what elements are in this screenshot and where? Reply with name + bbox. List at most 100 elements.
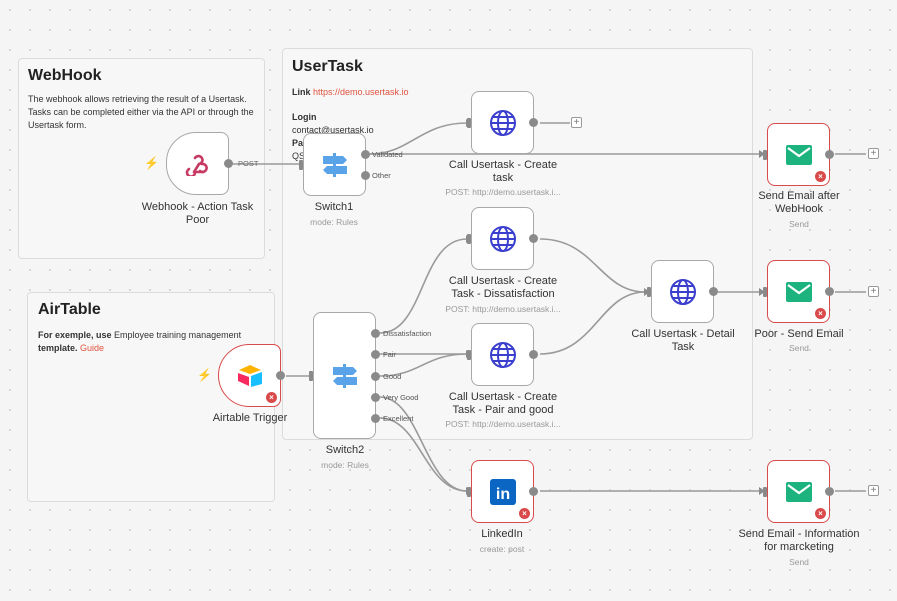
sticky-usertask-link-line: Link https://demo.usertask.io: [292, 86, 743, 99]
switch2-input-port[interactable]: [309, 370, 313, 381]
switch-icon: [331, 363, 359, 388]
switch-icon: [321, 152, 349, 177]
create-dissatisfaction-title: Call Usertask - Create Task - Dissatisfa…: [448, 275, 558, 300]
create-dissatisfaction-node[interactable]: [467, 207, 538, 270]
linkedin-output-port[interactable]: [529, 487, 538, 496]
globe-icon: [489, 341, 517, 369]
globe-icon: [489, 225, 517, 253]
send-email-webhook-output-port[interactable]: [825, 150, 834, 159]
switch2-title: Switch2: [325, 444, 365, 456]
create-dissatisfaction-output-port[interactable]: [529, 234, 538, 243]
sticky-airtable-guide-link[interactable]: Guide: [77, 343, 105, 353]
create-task-output-port[interactable]: [529, 118, 538, 127]
switch2-label-dissatisfaction: Dissatisfaction: [383, 329, 432, 338]
create-pair-good-output-port[interactable]: [529, 350, 538, 359]
airtable-trigger-node[interactable]: ×: [218, 344, 285, 407]
create-task-node[interactable]: [467, 91, 538, 154]
sticky-airtable[interactable]: AirTable For exemple, use Employee train…: [27, 292, 275, 502]
sticky-usertask-link-label: Link: [292, 87, 314, 97]
send-email-webhook-input-port[interactable]: [763, 149, 767, 160]
airtable-icon: [236, 364, 264, 388]
poor-send-email-node[interactable]: ×: [763, 260, 834, 323]
switch2-sub: mode: Rules: [321, 460, 369, 470]
globe-icon: [669, 278, 697, 306]
sticky-usertask-title: UserTask: [292, 58, 363, 75]
sticky-airtable-bold-1: For exemple, use: [38, 330, 112, 340]
create-dissatisfaction-sub: POST: http://demo.usertask.i...: [445, 304, 561, 314]
airtable-trigger-output-port[interactable]: [276, 371, 285, 380]
detail-task-node[interactable]: [647, 260, 718, 323]
create-task-input-port[interactable]: [467, 117, 471, 128]
arrow-send-email-webhook: [759, 150, 765, 158]
edge-switch2-good: [379, 353, 468, 377]
sticky-webhook-text: The webhook allows retrieving the result…: [28, 94, 254, 130]
linkedin-sub: create: post: [479, 544, 525, 554]
error-badge-icon: ×: [519, 508, 530, 519]
switch1-label-validated: Validated: [372, 150, 403, 159]
poor-send-email-sub: Send: [789, 343, 809, 353]
edge-pairgood-detail: [539, 291, 646, 355]
switch2-label-excellent: Excellent: [383, 414, 414, 423]
send-email-webhook-add-button[interactable]: +: [868, 148, 879, 159]
sticky-usertask-pass-label: Pa: [292, 138, 304, 148]
trigger-bolt-icon: ⚡: [144, 156, 159, 170]
send-email-marketing-title: Send Email - Information for marcketing: [738, 528, 860, 553]
send-email-marketing-output-port[interactable]: [825, 487, 834, 496]
linkedin-node[interactable]: in ×: [467, 460, 538, 523]
switch2-output-excellent[interactable]: [371, 414, 380, 423]
create-pair-good-input-port[interactable]: [467, 349, 471, 360]
create-pair-good-sub: POST: http://demo.usertask.i...: [445, 419, 561, 429]
sticky-airtable-template: Employee training management: [111, 330, 242, 340]
sticky-usertask-login-label: Login: [292, 112, 317, 122]
switch1-output-validated[interactable]: [361, 150, 370, 159]
detail-task-output-port[interactable]: [709, 287, 718, 296]
linkedin-input-port[interactable]: [467, 486, 471, 497]
trigger-bolt-icon: ⚡: [197, 368, 212, 382]
create-task-title: Call Usertask - Create task: [448, 159, 558, 184]
sticky-usertask-login-value[interactable]: contact@usertask.io: [292, 125, 374, 135]
webhook-output-label: POST: [238, 159, 259, 168]
detail-task-input-port[interactable]: [647, 286, 651, 297]
gmail-icon: [785, 281, 812, 302]
poor-send-email-output-port[interactable]: [825, 287, 834, 296]
send-email-webhook-node[interactable]: ×: [763, 123, 834, 186]
switch2-output-good[interactable]: [371, 372, 380, 381]
send-email-marketing-node[interactable]: ×: [763, 460, 834, 523]
error-badge-icon: ×: [266, 392, 277, 403]
create-pair-good-node[interactable]: [467, 323, 538, 386]
detail-task-title: Call Usertask - Detail Task: [631, 328, 735, 353]
switch2-node[interactable]: [309, 312, 380, 439]
sticky-usertask-qs-label: QS: [292, 151, 306, 161]
edge-switch2-excellent: [379, 417, 468, 492]
send-email-marketing-input-port[interactable]: [763, 486, 767, 497]
switch2-label-fair: Fair: [383, 350, 396, 359]
sticky-usertask-link-url[interactable]: https://demo.usertask.io: [313, 87, 409, 97]
send-email-marketing-add-button[interactable]: +: [868, 485, 879, 496]
switch1-title: Switch1: [314, 201, 354, 213]
poor-send-email-input-port[interactable]: [763, 286, 767, 297]
svg-text:in: in: [495, 486, 509, 503]
globe-icon: [489, 109, 517, 137]
webhook-node[interactable]: [166, 132, 233, 195]
webhook-icon: [185, 152, 211, 176]
send-email-marketing-sub: Send: [789, 557, 809, 567]
switch2-output-dissatisfaction[interactable]: [371, 329, 380, 338]
gmail-icon: [785, 481, 812, 502]
poor-send-email-add-button[interactable]: +: [868, 286, 879, 297]
switch1-label-other: Other: [372, 171, 391, 180]
send-email-webhook-title: Send Email after WebHook: [758, 190, 840, 215]
switch1-output-other[interactable]: [361, 171, 370, 180]
linkedin-title: LinkedIn: [481, 528, 523, 540]
create-pair-good-title: Call Usertask - Create Task - Pair and g…: [448, 391, 558, 416]
switch2-output-fair[interactable]: [371, 350, 380, 359]
create-task-add-button[interactable]: +: [571, 117, 582, 128]
switch1-node[interactable]: [299, 133, 370, 196]
arrow-marketing-email: [759, 487, 765, 495]
switch2-output-very-good[interactable]: [371, 393, 380, 402]
switch1-input-port[interactable]: [299, 159, 303, 170]
webhook-output-port[interactable]: [224, 159, 233, 168]
switch2-label-very-good: Very Good: [383, 393, 419, 402]
create-dissatisfaction-input-port[interactable]: [467, 233, 471, 244]
switch1-sub: mode: Rules: [310, 217, 358, 227]
